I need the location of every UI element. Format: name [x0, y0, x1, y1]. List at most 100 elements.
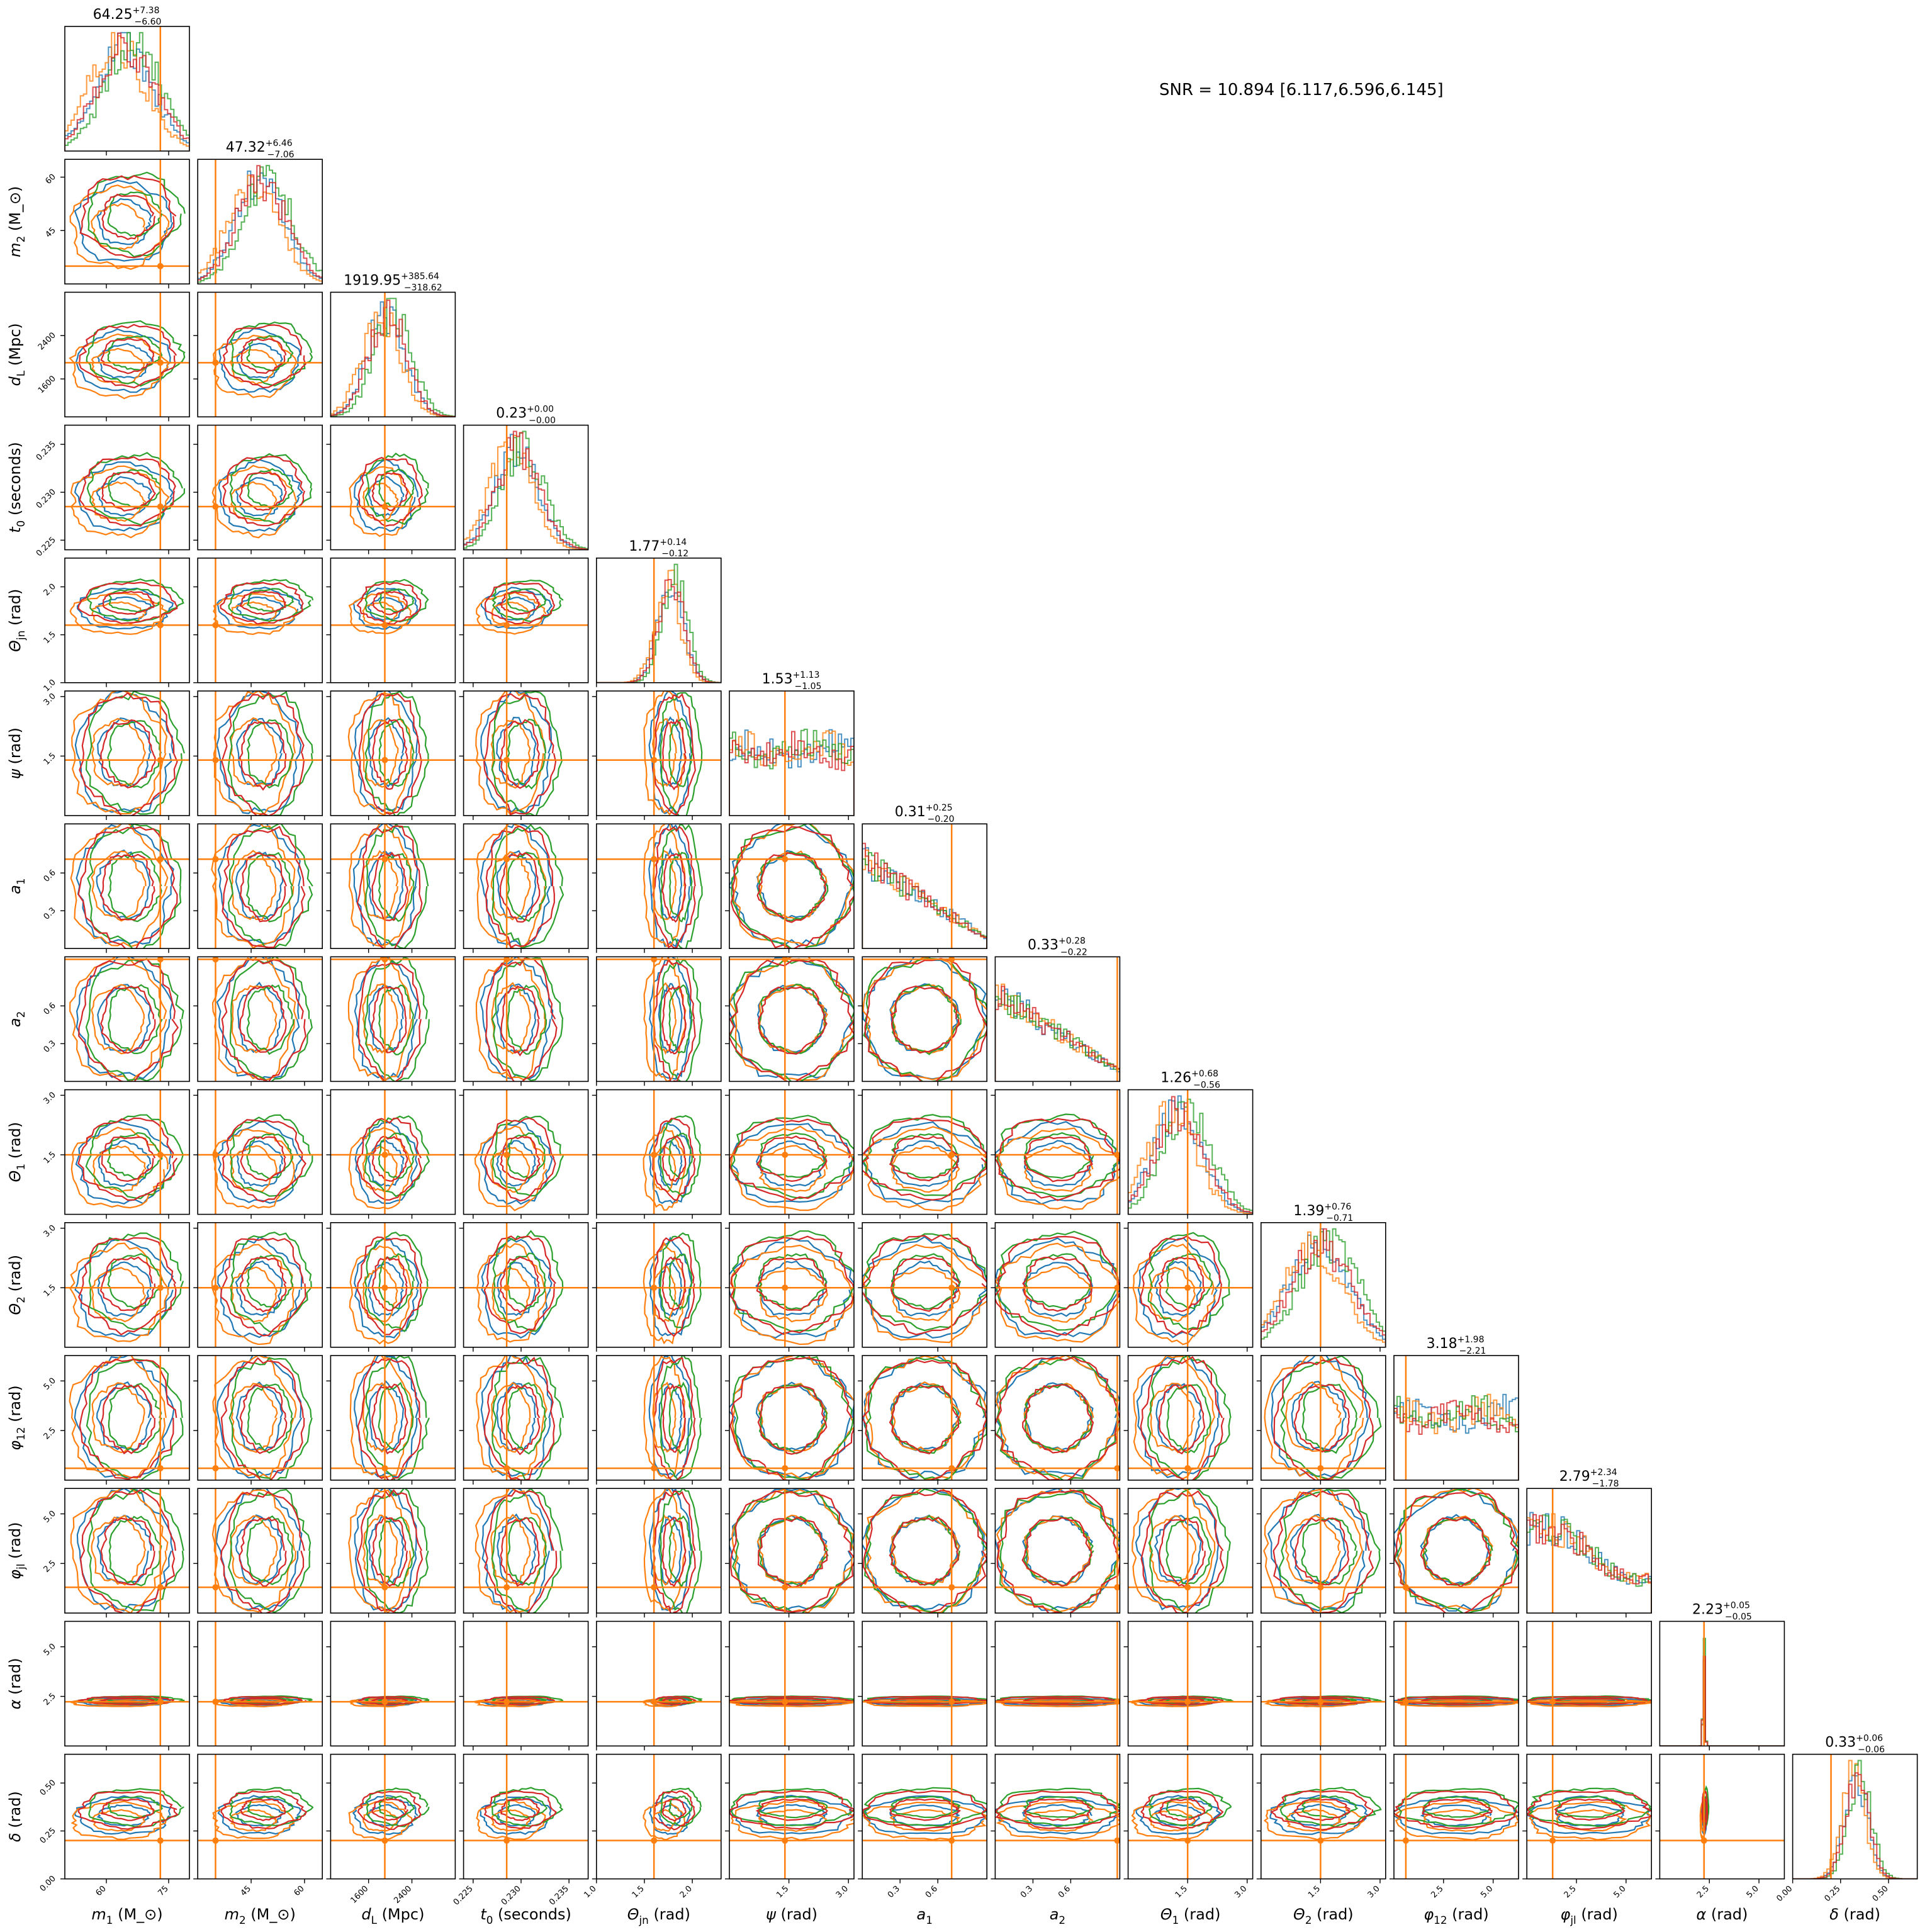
panel-frame [862, 1620, 987, 1747]
histogram-series [198, 174, 323, 284]
y-tick-label: 2.0 [42, 582, 58, 598]
truth-marker [157, 1152, 164, 1159]
contour-inner [1290, 1804, 1347, 1827]
truth-marker [503, 622, 510, 629]
y-tick-label: 3.0 [42, 1091, 58, 1106]
contour-inner [239, 985, 287, 1053]
x-tick-label: 3.0 [834, 1884, 850, 1900]
contour-inner [1291, 1381, 1347, 1451]
panel-frame [197, 1089, 323, 1215]
y-tick-label: 60 [44, 172, 58, 186]
truth-marker [212, 957, 219, 963]
panel-frame [729, 1222, 855, 1348]
y-tick-label: 3.0 [42, 1223, 58, 1239]
contour-outer [357, 1790, 422, 1830]
contour-inner [500, 719, 541, 789]
panel-background [862, 1089, 987, 1215]
panel-frame [595, 1488, 722, 1614]
contour-panel-7-6 [858, 956, 987, 1086]
panel-frame [994, 1488, 1121, 1614]
truth-marker [157, 359, 164, 366]
truth-marker [651, 957, 658, 963]
contour-inner [378, 718, 415, 787]
y-axis-label-12: α (rad) [6, 1658, 24, 1709]
contour-inner [240, 1136, 286, 1182]
contour-panel-10-8 [1123, 1355, 1254, 1485]
contour-inner [889, 1517, 959, 1586]
panel-content [463, 1754, 588, 1879]
contour-outer [1527, 1787, 1652, 1828]
contour-outer [1263, 1488, 1363, 1614]
contour-inner [371, 851, 409, 921]
contour-outer [74, 461, 174, 532]
x-tick-label: 0.3 [886, 1884, 902, 1900]
panel-background [729, 1754, 854, 1879]
contour-outer [1278, 1488, 1381, 1614]
contour-panel-5-2 [326, 690, 456, 820]
panel-content [1128, 1754, 1253, 1879]
contour-outer [349, 1356, 413, 1478]
contour-inner [491, 1809, 531, 1831]
panel-frame [595, 956, 722, 1082]
contour-panel-6-5 [725, 823, 855, 953]
panel-background [1527, 1621, 1652, 1746]
panel-content [995, 1222, 1120, 1347]
contour-panel-12-9 [1256, 1620, 1386, 1751]
panel-frame [729, 690, 855, 816]
truth-marker [1402, 1837, 1409, 1844]
contour-inner [247, 1383, 294, 1454]
panel-frame [463, 956, 589, 1082]
truth-marker [1184, 1699, 1191, 1705]
histogram-series [330, 300, 456, 417]
contour-outer [358, 1696, 422, 1705]
contour-outer [69, 1356, 167, 1479]
contour-inner [1158, 1257, 1206, 1312]
panel-content [1394, 1621, 1519, 1746]
contour-inner [378, 468, 415, 508]
panel-frame [330, 1222, 456, 1348]
contour-inner [368, 983, 404, 1053]
panel-content [995, 1488, 1120, 1614]
x-axis-label-8: Θ1 (rad) [1160, 1906, 1221, 1926]
panel-content [596, 957, 721, 1082]
histogram-series [1527, 1513, 1652, 1614]
panel-background [330, 1222, 456, 1347]
contour-inner [97, 1261, 152, 1317]
panel-frame [330, 956, 456, 1082]
contour-outer [1395, 1696, 1519, 1705]
contour-inner [100, 719, 156, 789]
contour-inner [499, 1798, 541, 1821]
contour-panel-9-5 [725, 1222, 855, 1352]
panel-frame [1261, 1753, 1386, 1880]
contour-inner [758, 986, 828, 1055]
contour-outer [652, 957, 696, 1082]
truth-marker [212, 856, 219, 863]
histogram-series [1527, 1514, 1652, 1614]
truth-marker [651, 1284, 658, 1291]
contour-panel-2-1 [193, 291, 323, 422]
contour-inner [668, 1253, 693, 1311]
contour-outer [660, 824, 703, 949]
panel-background [995, 1621, 1120, 1746]
panel-content [463, 1089, 588, 1215]
histogram-series [995, 993, 1120, 1082]
contour-outer [643, 691, 687, 816]
contour-outer [86, 320, 186, 387]
x-axis-label-1: m2 (M_⊙) [225, 1906, 296, 1926]
contour-panel-11-7 [991, 1488, 1121, 1618]
histogram-series [1394, 1400, 1519, 1480]
panel-content [65, 159, 189, 284]
contour-inner [91, 481, 147, 522]
truth-marker [651, 856, 658, 863]
panel-content [1128, 1356, 1253, 1480]
contour-inner [91, 202, 146, 250]
panel-background [596, 1222, 721, 1347]
panel-frame [729, 1488, 855, 1614]
y-tick-label: 0.6 [42, 1001, 58, 1017]
contour-outer [211, 1489, 296, 1613]
histogram-panel-10: 3.18+1.98−2.21 [1393, 1335, 1519, 1485]
contour-panel-6-2 [326, 823, 456, 953]
contour-inner [1023, 1796, 1094, 1818]
panel-frame [197, 1355, 323, 1481]
